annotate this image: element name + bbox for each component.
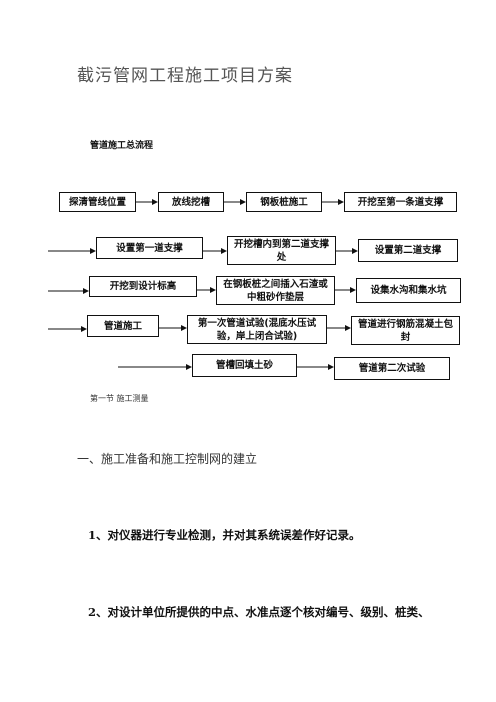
section-note: 第一节 施工测量 bbox=[90, 394, 149, 403]
flow-step-first-support: 设置第一道支撑 bbox=[96, 237, 203, 259]
flow-step-pipe-construction: 管道施工 bbox=[87, 315, 159, 337]
paragraph-2: 2、对设计单位所提供的中点、水准点逐个核对编号、级别、桩类、 bbox=[88, 605, 430, 619]
flow-step-first-pipe-test: 第一次管道试验(混底水压试验，岸上闭合试验) bbox=[187, 315, 327, 344]
document-title: 截污管网工程施工项目方案 bbox=[77, 66, 293, 86]
flow-step-second-support: 设置第二道支撑 bbox=[358, 239, 458, 262]
flow-step-excavate-second-support: 开挖槽内到第二道支撑处 bbox=[227, 236, 336, 265]
flow-step-excavate-first-support: 开挖至第一条道支撑 bbox=[344, 192, 457, 212]
section-heading: 一、施工准备和施工控制网的建立 bbox=[77, 452, 258, 466]
flowchart-subtitle: 管道施工总流程 bbox=[90, 141, 154, 151]
flow-step-second-pipe-test: 管道第二次试验 bbox=[334, 357, 450, 380]
flow-step-sump: 设集水沟和集水坑 bbox=[356, 278, 461, 303]
paragraph-1: 1、对仪器进行专业检测，并对其系统误差作好记录。 bbox=[88, 528, 361, 542]
flow-step-gravel-cushion: 在钢板桩之间插入石渣或中粗砂作垫层 bbox=[216, 276, 335, 305]
flow-step-locate-pipeline: 探清管线位置 bbox=[59, 192, 136, 212]
flow-step-concrete-encasement: 管道进行钢筋混凝土包封 bbox=[351, 316, 460, 345]
flow-step-excavate-design-level: 开挖到设计标高 bbox=[89, 276, 197, 297]
flow-step-steel-sheet-pile: 钢板桩施工 bbox=[246, 192, 322, 212]
flow-step-backfill: 管槽回填土砂 bbox=[192, 354, 297, 377]
flow-step-setout-trench: 放线挖槽 bbox=[158, 192, 224, 212]
